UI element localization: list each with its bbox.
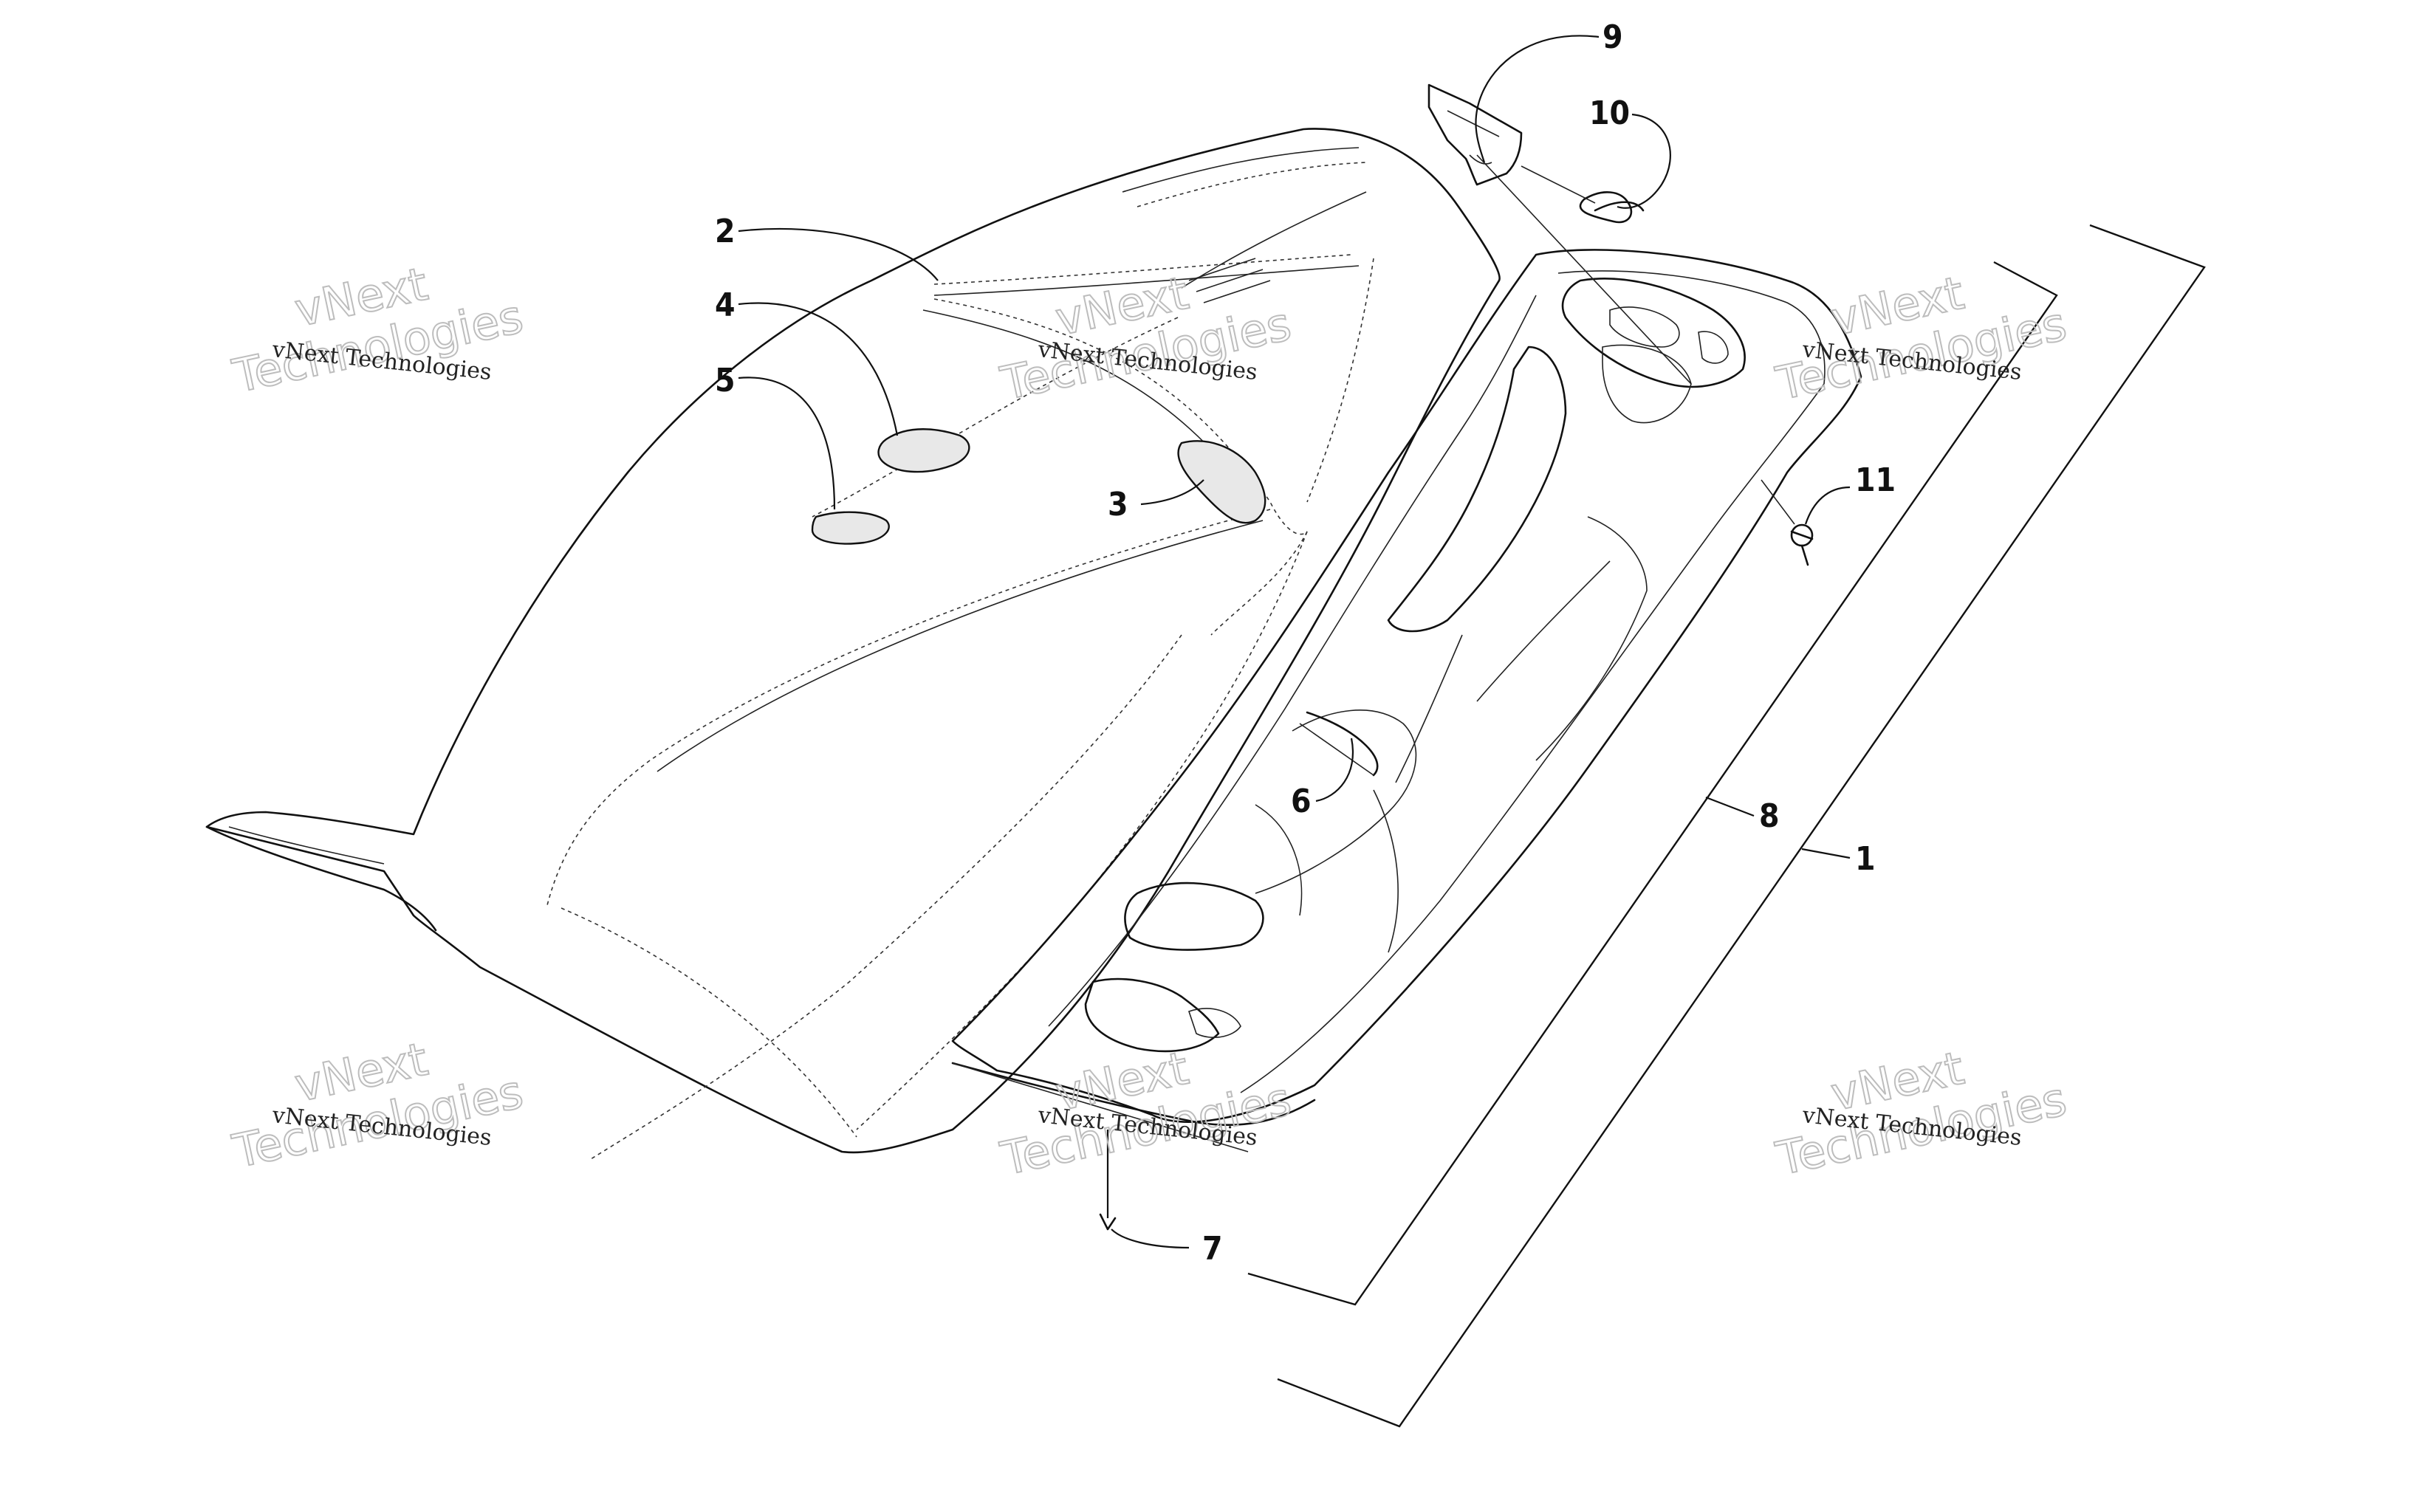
foam-pad-3: [1177, 440, 1266, 524]
callout-6: 6: [1291, 783, 1312, 820]
callout-7: 7: [1202, 1230, 1223, 1268]
foam-pad-5: [811, 511, 890, 545]
callout-9: 9: [1603, 18, 1623, 56]
callout-5: 5: [715, 362, 736, 399]
watermark-top-right: vNext Technologies: [1771, 265, 2072, 411]
fastener-11: [1790, 523, 1814, 566]
hook-clip-6: [1299, 711, 1379, 777]
callout-8: 8: [1759, 797, 1780, 835]
bracket-8: [952, 261, 2058, 1306]
watermark-bottom-left: vNext Technologies: [227, 1031, 529, 1180]
bracket-1: [1277, 224, 2206, 1428]
callout-3: 3: [1108, 486, 1128, 523]
hairpin-10: [1579, 191, 1645, 224]
callout-1: 1: [1855, 840, 1876, 878]
callout-10: 10: [1589, 94, 1630, 132]
watermarks: vNext Technologies vNext Technologies vN…: [227, 256, 2072, 1187]
callout-4: 4: [715, 286, 736, 324]
clip-7: [1099, 1213, 1117, 1231]
watermark-top-center: vNext Technologies: [995, 265, 1297, 411]
leader-lines: [738, 35, 1851, 1249]
callout-11: 11: [1855, 461, 1896, 499]
latch-bracket-9: [1427, 83, 1523, 186]
watermark-bottom-center: vNext Technologies: [995, 1040, 1297, 1186]
callout-2: 2: [715, 213, 736, 250]
foam-pad-4: [877, 428, 970, 473]
seat-base: [951, 249, 1862, 1126]
callout-labels: 1 2 3 4 5 6 7 8 9 10 11: [715, 18, 1896, 1268]
